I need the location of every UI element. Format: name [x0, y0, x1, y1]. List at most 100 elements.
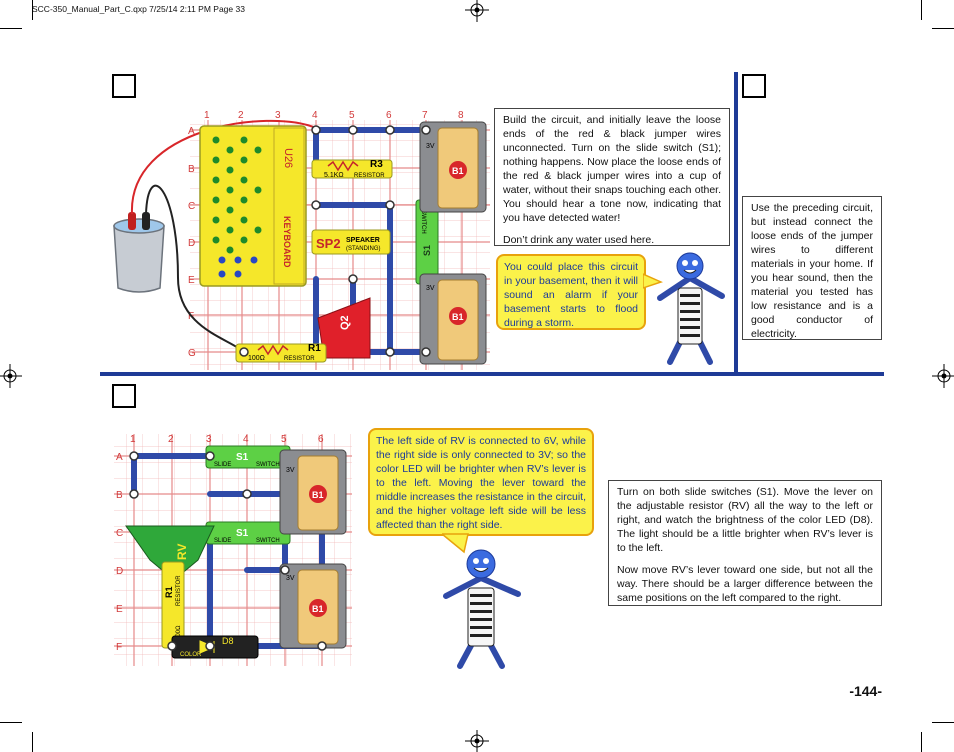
part-label: S1: [422, 245, 432, 256]
instructions-paragraph: Don’t drink any water used here.: [503, 234, 655, 246]
instructions-paragraph: Turn on both slide switches (S1). Move t…: [617, 486, 873, 554]
battery-icon: B1 3V: [419, 273, 487, 365]
part-label: R1: [164, 586, 174, 598]
instructions-paragraph: Build the circuit, and initially leave t…: [503, 114, 721, 224]
keyboard-mascot-icon: [657, 252, 725, 365]
part-label: Q2: [339, 315, 351, 330]
keyboard-mascot-icon: [443, 549, 521, 669]
project-number-box: [112, 74, 136, 98]
grid-row-label: A: [188, 126, 195, 137]
svg-text:3V: 3V: [286, 575, 295, 582]
instructions-box: Turn on both slide switches (S1). Move t…: [608, 480, 882, 606]
grid-col-label: 4: [312, 110, 318, 121]
part-label: SP2: [316, 236, 341, 251]
tip-text: You could place this circuit in your bas…: [504, 261, 638, 329]
tip-callout: You could place this circuit in your bas…: [496, 254, 646, 330]
grid-row-label: C: [116, 528, 123, 539]
crop-mark: [0, 28, 22, 29]
grid-row-label: B: [188, 164, 195, 175]
svg-text:3V: 3V: [286, 467, 295, 474]
part-label: D8: [222, 636, 234, 646]
water-cup-icon: [113, 212, 165, 293]
part-label: KEYBOARD: [282, 216, 292, 268]
part-label: COLOR: [180, 652, 202, 658]
battery-icon: B1 3V: [279, 563, 347, 649]
svg-text:B1: B1: [312, 490, 324, 500]
file-header: SCC-350_Manual_Part_C.qxp 7/25/14 2:11 P…: [32, 4, 245, 14]
crop-mark: [0, 722, 22, 723]
part-label: 100Ω: [248, 355, 265, 362]
grid-col-label: 6: [386, 110, 392, 121]
grid-col-label: 8: [458, 110, 464, 121]
grid-row-label: F: [116, 642, 122, 653]
svg-text:B1: B1: [452, 312, 464, 322]
part-label: SLIDE: [214, 538, 231, 544]
crop-mark: [921, 0, 922, 20]
tip-callout: The left side of RV is connected to 6V, …: [368, 428, 594, 536]
part-label: R1: [308, 343, 321, 354]
part-label: (STANDING): [346, 246, 381, 252]
part-label: S1: [236, 528, 249, 539]
instructions-box: Use the preceding circuit, but instead c…: [742, 196, 882, 340]
registration-mark-icon: [465, 0, 489, 22]
battery-icon: B1 3V: [419, 121, 487, 213]
grid-col-label: 1: [204, 110, 210, 121]
page-number: -144-: [849, 683, 882, 699]
grid-col-label: 6: [318, 434, 324, 445]
water-alarm-circuit-diagram: 1 2 3 4 5 6 7 8 A B C D E F G U26 KEYBOA…: [113, 110, 490, 370]
battery-icon: B1 3V: [279, 449, 347, 535]
part-label: 100Ω: [176, 625, 182, 640]
part-label: RV: [175, 544, 189, 560]
grid-row-label: E: [116, 604, 123, 615]
crop-mark: [32, 0, 33, 20]
section-divider: [734, 72, 738, 374]
instructions-box: Build the circuit, and initially leave t…: [494, 108, 730, 246]
crop-mark: [932, 722, 954, 723]
instructions-paragraph: Use the preceding circuit, but instead c…: [751, 202, 873, 340]
part-label: SWITCH: [420, 210, 426, 234]
grid-col-label: 7: [422, 110, 428, 121]
part-label: RESISTOR: [354, 173, 385, 179]
part-label: RESISTOR: [176, 575, 182, 606]
svg-text:3V: 3V: [426, 143, 435, 150]
grid-row-label: C: [188, 201, 195, 212]
part-label: R3: [370, 159, 383, 170]
grid-row-label: E: [188, 275, 195, 286]
instructions-paragraph: Now move RV’s lever toward one side, but…: [617, 564, 873, 604]
grid-col-label: 5: [281, 434, 287, 445]
grid-col-label: 3: [206, 434, 212, 445]
part-label: 5.1KΩ: [324, 172, 344, 179]
part-label: U26: [282, 148, 294, 168]
svg-text:B1: B1: [312, 604, 324, 614]
grid-row-label: A: [116, 452, 123, 463]
project-number-box: [742, 74, 766, 98]
registration-mark-icon: [465, 730, 489, 752]
crop-mark: [32, 732, 33, 752]
crop-mark: [921, 732, 922, 752]
section-divider: [100, 372, 884, 376]
grid-col-label: 5: [349, 110, 355, 121]
grid-col-label: 1: [130, 434, 136, 445]
grid-col-label: 4: [243, 434, 249, 445]
part-label: SWITCH: [256, 462, 280, 468]
part-label: RESISTOR: [284, 356, 315, 362]
part-label: SLIDE: [214, 462, 231, 468]
part-label: S1: [236, 452, 249, 463]
grid-row-label: D: [116, 566, 123, 577]
grid-row-label: G: [188, 348, 196, 359]
grid-row-label: D: [188, 238, 195, 249]
crop-mark: [932, 28, 954, 29]
brightness-circuit-diagram: 1 2 3 4 5 6 A B C D E F S1 SLIDE SWITCH …: [114, 434, 352, 666]
part-label: SPEAKER: [346, 237, 380, 244]
registration-mark-icon: [932, 364, 954, 388]
callout-pointer: [442, 533, 469, 554]
part-label: SWITCH: [256, 538, 280, 544]
svg-text:3V: 3V: [426, 285, 435, 292]
grid-col-label: 2: [238, 110, 244, 121]
registration-mark-icon: [0, 364, 22, 388]
project-number-box: [112, 384, 136, 408]
tip-text: The left side of RV is connected to 6V, …: [376, 435, 586, 531]
grid-col-label: 3: [275, 110, 281, 121]
svg-text:B1: B1: [452, 166, 464, 176]
callout-pointer: [643, 273, 663, 289]
